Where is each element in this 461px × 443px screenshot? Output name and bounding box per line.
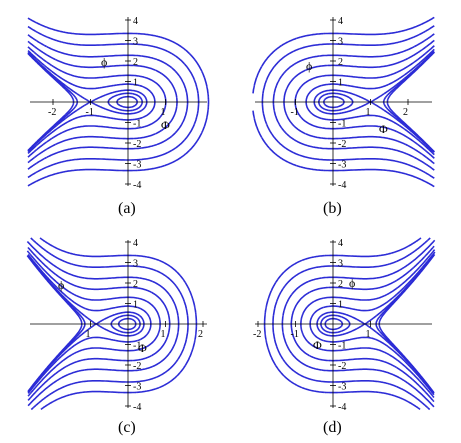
y-tick-label: 4 — [133, 16, 138, 27]
panel-caption: (a) — [118, 200, 136, 217]
panel-caption: (b) — [323, 200, 342, 217]
y-tick-label: 1 — [133, 300, 138, 311]
phi-big-label: Φ — [313, 338, 322, 352]
trajectory-curve — [252, 16, 435, 188]
panel-a: 4 3 2 1 -1 -2 -3 -4 -2 -1 1 ϕΦ (a) — [27, 16, 210, 217]
y-tick-label: -4 — [133, 180, 141, 191]
y-tick-label: 2 — [338, 279, 343, 290]
y-tick-label: 4 — [338, 238, 343, 249]
trajectory-curve — [294, 45, 435, 159]
x-tick-label: 2 — [198, 329, 203, 340]
x-tick-label: -2 — [48, 107, 56, 118]
phi-small-label: ϕ — [306, 59, 312, 73]
y-tick-label: -3 — [133, 160, 141, 171]
x-tick-label: 1 — [161, 329, 166, 340]
phi-small-label: ϕ — [58, 278, 64, 292]
trajectory-curve — [290, 245, 435, 403]
trajectory-curve — [272, 237, 431, 411]
panel-c: 4 3 2 1 -1 -2 -3 -4 1 1 2 ϕΦ (c) — [26, 237, 207, 436]
y-tick-label: 2 — [133, 279, 138, 290]
x-tick-label: 1 — [161, 107, 166, 118]
trajectory-curve — [27, 17, 210, 187]
trajectory-curve — [309, 251, 436, 396]
y-tick-label: 3 — [338, 37, 343, 48]
y-tick-label: -2 — [338, 361, 346, 372]
x-tick-label: -1 — [291, 329, 299, 340]
x-tick-label: 1 — [366, 329, 371, 340]
trajectory-curve — [300, 249, 436, 398]
phi-small-label: ϕ — [101, 55, 107, 69]
y-tick-label: 1 — [338, 300, 343, 311]
x-tick-label: 2 — [403, 107, 408, 118]
trajectory-curve — [27, 255, 145, 393]
trajectory-curve — [26, 250, 161, 397]
y-tick-label: -3 — [338, 160, 346, 171]
trajectory-curve — [263, 237, 422, 411]
trajectory-curve — [27, 46, 167, 158]
trajectory-curve — [27, 34, 189, 170]
trajectory-curve — [281, 239, 436, 408]
y-tick-label: -4 — [338, 180, 346, 191]
phi-big-label: Φ — [161, 118, 170, 132]
y-tick-label: -4 — [133, 402, 141, 413]
trajectory-curve — [27, 49, 156, 155]
trajectory-curve — [27, 253, 152, 394]
phi-big-label: Φ — [138, 341, 147, 355]
y-tick-label: -1 — [338, 341, 346, 352]
phi-small-label: ϕ — [349, 276, 355, 290]
trajectory-curve — [261, 25, 435, 179]
y-tick-label: 3 — [338, 259, 343, 270]
y-tick-label: 3 — [133, 259, 138, 270]
y-tick-label: -1 — [338, 119, 346, 130]
x-tick-label: -1 — [291, 107, 299, 118]
y-tick-label: -3 — [133, 382, 141, 393]
y-tick-label: -2 — [133, 361, 141, 372]
trajectory-curve — [313, 50, 435, 153]
y-tick-label: -4 — [338, 402, 346, 413]
y-tick-label: -3 — [338, 382, 346, 393]
y-tick-label: -1 — [133, 119, 141, 130]
trajectory-curve — [39, 237, 198, 411]
phi-big-label: Φ — [379, 122, 388, 136]
x-tick-label: -1 — [86, 107, 94, 118]
trajectory-curve — [305, 48, 435, 156]
y-tick-label: 4 — [133, 238, 138, 249]
x-tick-label: 1 — [366, 107, 371, 118]
y-tick-label: 2 — [338, 57, 343, 68]
x-tick-label: -2 — [253, 329, 261, 340]
panel-caption: (c) — [118, 419, 136, 436]
trajectory-curve — [27, 246, 171, 401]
y-tick-label: 1 — [133, 78, 138, 89]
trajectory-curve — [27, 25, 200, 179]
trajectory-curve — [30, 237, 189, 411]
trajectory-curve — [272, 33, 435, 171]
y-tick-label: 1 — [338, 78, 343, 89]
panel-b: 4 3 2 1 -1 -2 -3 -4 -1 1 2 ϕΦ (b) — [252, 16, 435, 217]
y-tick-label: 2 — [133, 57, 138, 68]
y-tick-label: -2 — [133, 139, 141, 150]
trajectory-curve — [27, 40, 178, 164]
y-tick-label: -1 — [133, 341, 141, 352]
trajectory-curve — [27, 51, 148, 153]
y-tick-label: 4 — [338, 16, 343, 27]
panel-caption: (d) — [323, 419, 342, 436]
y-tick-label: -2 — [338, 139, 346, 150]
x-tick-label: 1 — [86, 329, 91, 340]
trajectory-curve — [26, 240, 180, 407]
trajectory-curve — [283, 39, 435, 165]
y-tick-label: 3 — [133, 37, 138, 48]
